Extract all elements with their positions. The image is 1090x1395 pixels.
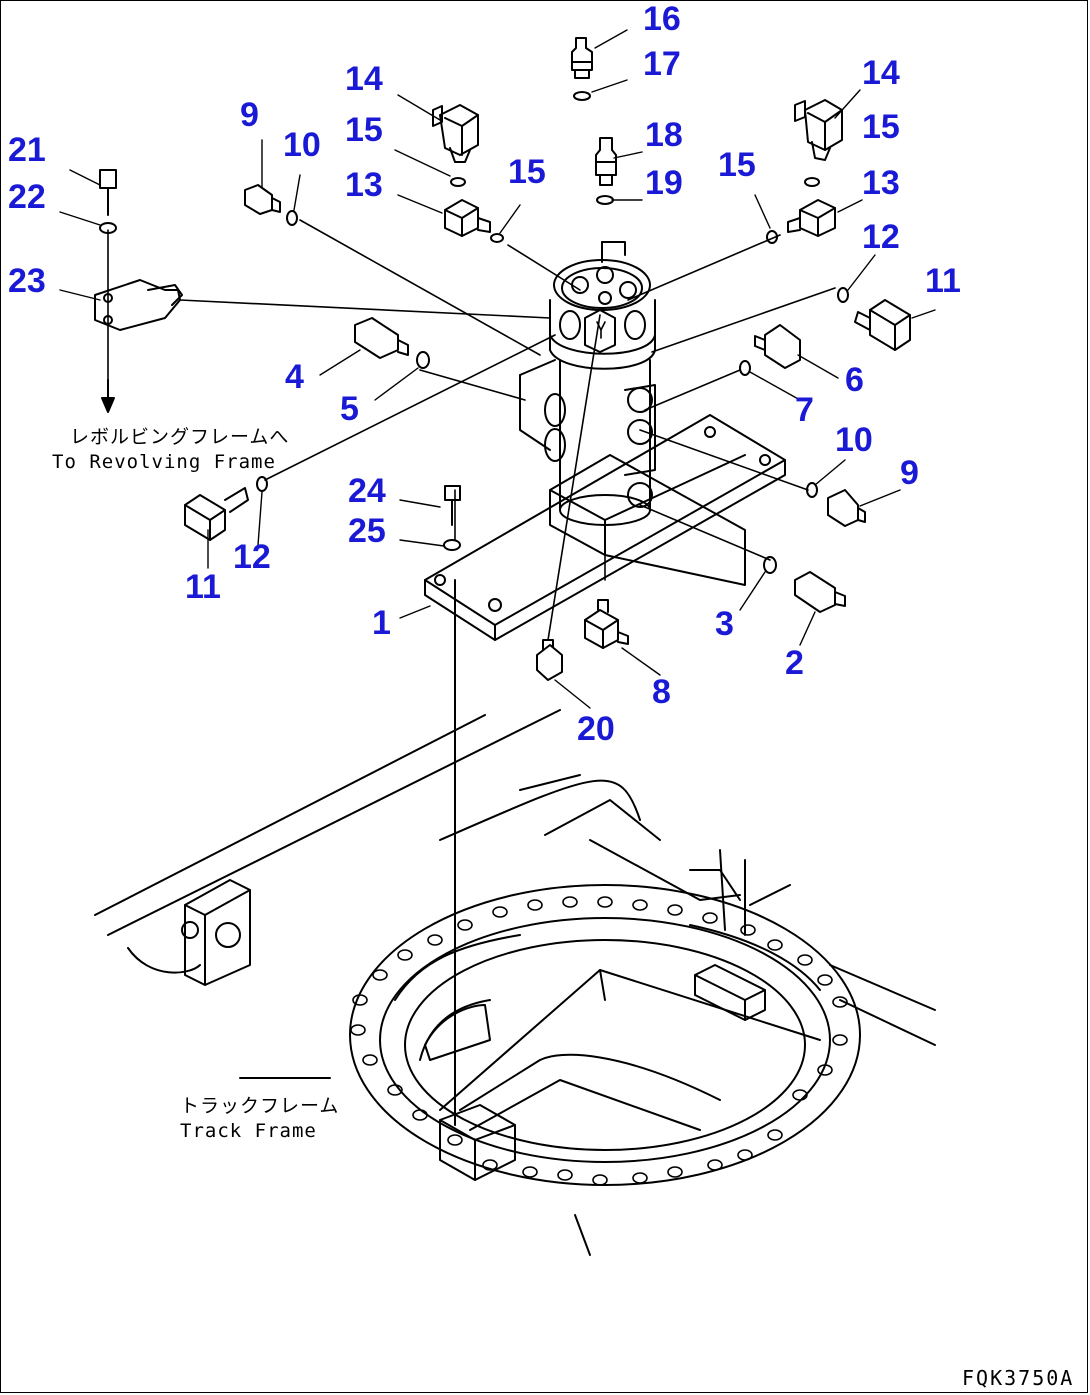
callout-11-right: 11 — [925, 262, 961, 300]
note-revolving-frame-jp: レボルビングフレームへ — [70, 426, 290, 448]
callout-3: 3 — [715, 605, 734, 643]
callout-2: 2 — [785, 644, 804, 682]
callout-25: 25 — [348, 512, 386, 550]
callout-12-left: 12 — [233, 538, 271, 576]
callout-15-center: 15 — [508, 153, 546, 191]
callout-20: 20 — [577, 710, 615, 748]
callout-8: 8 — [652, 673, 671, 711]
drawing-code: FQK3750A — [962, 1366, 1075, 1390]
track-frame — [94, 579, 936, 1256]
callout-24: 24 — [348, 472, 386, 510]
note-track-frame-en: Track Frame — [180, 1120, 317, 1142]
callout-15-right: 15 — [718, 146, 756, 184]
callout-21: 21 — [8, 131, 46, 169]
callout-4: 4 — [285, 358, 304, 396]
callout-19: 19 — [645, 164, 683, 202]
callout-14-left: 14 — [345, 60, 383, 98]
callout-9-left: 9 — [240, 96, 259, 134]
callout-10-right: 10 — [835, 421, 873, 459]
callout-17: 17 — [643, 45, 681, 83]
callout-16: 16 — [643, 0, 681, 38]
callout-9-right: 9 — [900, 454, 919, 492]
callout-10-left: 10 — [283, 126, 321, 164]
callout-12-right: 12 — [862, 218, 900, 256]
note-track-frame-jp: トラックフレーム — [180, 1095, 340, 1117]
callout-1: 1 — [372, 604, 391, 642]
callout-15-top-left: 15 — [345, 111, 383, 149]
callout-18: 18 — [645, 116, 683, 154]
callout-13-right: 13 — [862, 164, 900, 202]
callout-7: 7 — [795, 391, 814, 429]
callout-5: 5 — [340, 390, 359, 428]
note-revolving-frame-en: To Revolving Frame — [52, 451, 276, 473]
callout-15-top-right: 15 — [862, 108, 900, 146]
callout-13-left: 13 — [345, 166, 383, 204]
callout-14-right: 14 — [862, 54, 900, 92]
callout-6: 6 — [845, 361, 864, 399]
callout-23: 23 — [8, 262, 46, 300]
callout-22: 22 — [8, 178, 46, 216]
callout-11-left: 11 — [185, 568, 221, 606]
